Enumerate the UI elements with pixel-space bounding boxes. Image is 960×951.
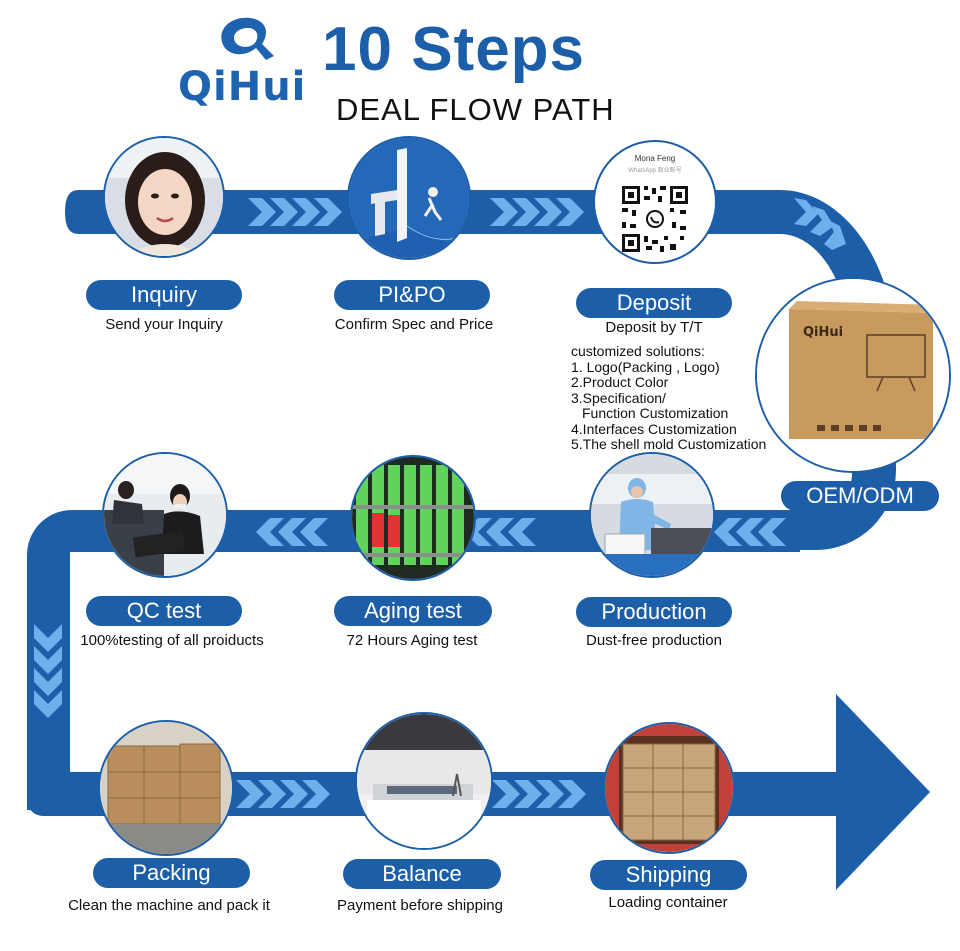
step-aging-image — [350, 455, 476, 581]
customization-item: 4.Interfaces Customization — [571, 420, 737, 437]
qihui-logo-mark-icon — [221, 17, 274, 60]
customization-item: 5.The shell mold Customization — [571, 436, 767, 452]
customization-item: 1. Logo(Packing , Logo) — [571, 358, 720, 375]
cleanroom-worker-icon — [591, 454, 713, 576]
customization-item: Function Customization — [582, 405, 729, 421]
customization-heading: customized solutions: — [571, 343, 705, 359]
page-title: 10 Steps — [322, 15, 586, 84]
customization-item: 3.Specification/ — [571, 389, 666, 406]
customization-list: customized solutions: 1. Logo(Packing , … — [571, 343, 767, 453]
step-qc-label: QC test — [86, 596, 242, 626]
company-reception-icon — [357, 714, 491, 848]
step-pipo-label: PI&PO — [334, 280, 490, 310]
step-production-image — [589, 452, 715, 578]
step-pipo-desc: Confirm Spec and Price — [334, 316, 494, 333]
woman-portrait-icon — [105, 138, 223, 256]
branded-monitor-box-icon — [757, 279, 949, 471]
brand-logo: QiHui — [178, 12, 318, 112]
step-inquiry-image — [103, 136, 225, 258]
step-production-label: Production — [576, 597, 732, 627]
stacked-cartons-icon — [100, 722, 232, 854]
step-packing-desc: Clean the machine and pack it — [68, 897, 270, 914]
step-production-desc: Dust-free production — [586, 632, 722, 649]
step-deposit-desc: Deposit by T/T — [605, 319, 703, 336]
qc-workers-icon — [104, 454, 226, 576]
aging-rack-icon — [352, 457, 474, 579]
step-shipping-label: Shipping — [590, 860, 747, 890]
loaded-container-icon — [605, 724, 733, 852]
page-subtitle: DEAL FLOW PATH — [336, 92, 615, 127]
step-balance-image — [355, 712, 493, 850]
qr-subtitle: WhatsApp 商业账号 — [628, 168, 682, 174]
step-aging-desc: 72 Hours Aging test — [346, 632, 478, 649]
step-deposit-image: Mona Feng WhatsApp 商业账号 — [593, 140, 717, 264]
step-oem-label: OEM/ODM — [781, 481, 939, 511]
step-deposit-label: Deposit — [576, 288, 732, 318]
step-shipping-image — [603, 722, 735, 854]
step-balance-label: Balance — [343, 859, 501, 889]
brand-name: QiHui — [178, 64, 307, 110]
monitor-brand-graphic-icon — [349, 138, 469, 258]
step-qc-image — [102, 452, 228, 578]
step-qc-desc: 100%testing of all proiducts — [80, 632, 264, 649]
step-inquiry-desc: Send your Inquiry — [105, 316, 223, 333]
step-inquiry-label: Inquiry — [86, 280, 242, 310]
step-shipping-desc: Loading container — [608, 894, 728, 911]
step-packing-label: Packing — [93, 858, 250, 888]
whatsapp-qr-code-icon — [620, 184, 690, 254]
step-aging-label: Aging test — [334, 596, 492, 626]
step-pipo-image — [347, 136, 471, 260]
step-packing-image — [98, 720, 234, 856]
step-balance-desc: Payment before shipping — [337, 897, 503, 914]
qr-owner-name: Mona Feng — [634, 154, 676, 163]
box-brand: QiHui — [803, 325, 844, 340]
customization-item: 2.Product Color — [571, 374, 669, 390]
path-arrow-head — [836, 694, 930, 890]
step-oem-image: QiHui — [755, 277, 951, 473]
